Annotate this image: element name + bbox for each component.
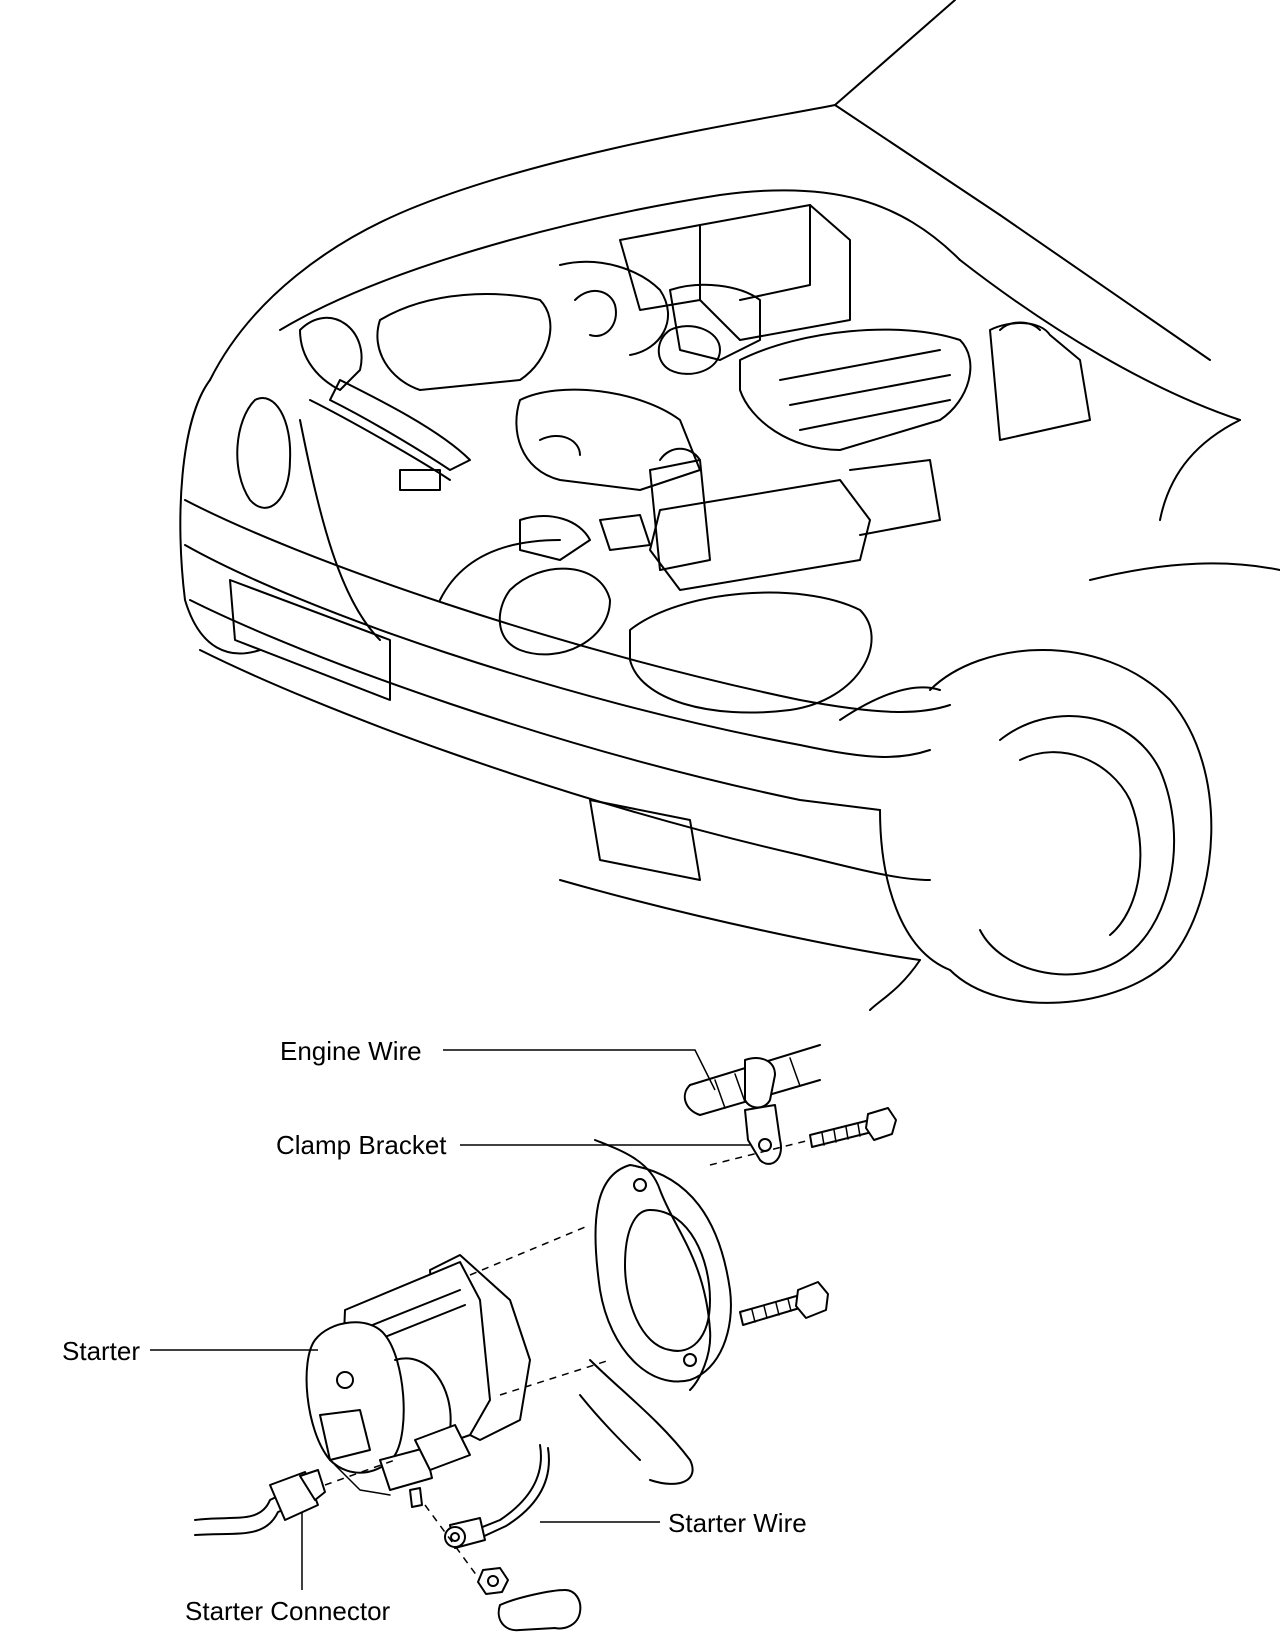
label-clamp-bracket: Clamp Bracket (276, 1130, 447, 1160)
leader-lines (150, 1049, 750, 1590)
engine-wire-illustration (683, 1044, 821, 1116)
label-starter-connector: Starter Connector (185, 1596, 391, 1626)
bolt-upper-illustration (709, 1107, 897, 1166)
nut-illustration (424, 1504, 509, 1595)
bolt-lower-illustration (739, 1281, 829, 1326)
label-starter-wire: Starter Wire (668, 1508, 807, 1538)
terminal-cover-illustration (497, 1589, 582, 1632)
engine-block-flange-illustration (579, 1139, 732, 1485)
starter-illustration (305, 1224, 611, 1508)
car-front-illustration (179, 0, 1280, 1011)
label-engine-wire: Engine Wire (280, 1036, 422, 1066)
starter-connector-illustration (194, 1459, 396, 1536)
label-starter: Starter (62, 1336, 140, 1366)
starter-wire-illustration (444, 1444, 550, 1549)
